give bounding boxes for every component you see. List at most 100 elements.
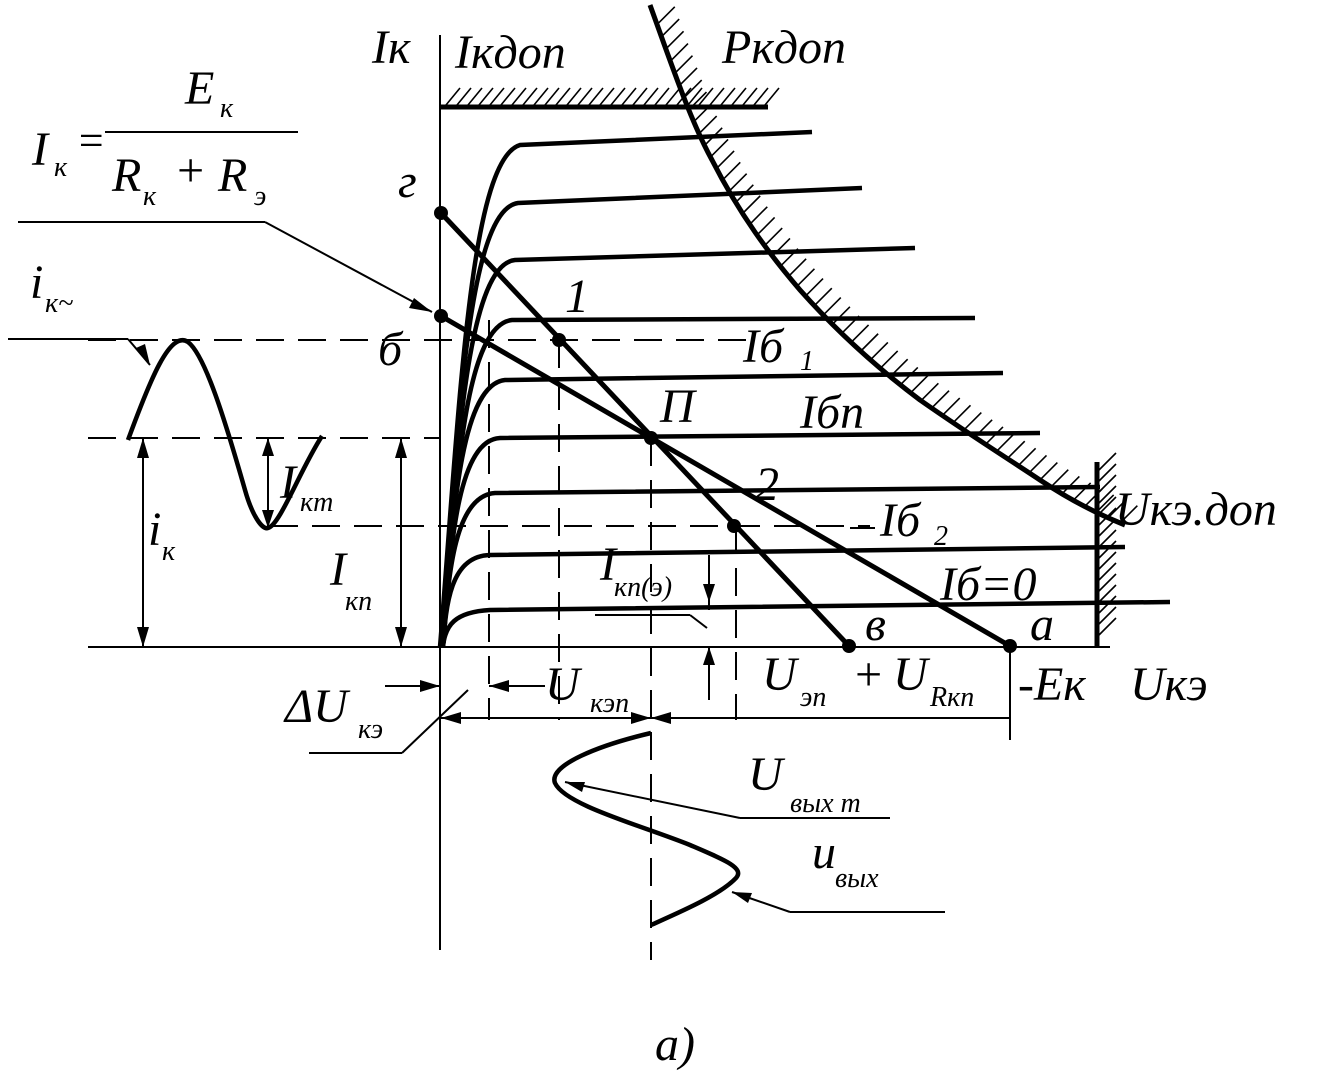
hatch-stroke: [599, 87, 615, 106]
hatch-stroke: [566, 87, 582, 106]
svg-text:U: U: [893, 648, 931, 701]
hatch-stroke: [511, 87, 527, 106]
svg-text:э: э: [254, 181, 266, 212]
svg-text:i: i: [148, 503, 161, 556]
hatch-stroke: [806, 278, 824, 296]
svg-text:ΔU: ΔU: [283, 680, 351, 733]
point-2-label: 2: [755, 458, 779, 511]
ik-label: i к: [148, 503, 176, 567]
svg-text:R: R: [111, 149, 141, 202]
ib0-label: Iб=0: [939, 558, 1037, 611]
hatch-stroke: [1008, 440, 1026, 458]
svg-text:E: E: [184, 62, 214, 115]
hatch-stroke: [1120, 505, 1138, 523]
svg-text:к: к: [162, 536, 176, 567]
hatch-stroke: [871, 341, 889, 359]
hatch-stroke: [555, 87, 571, 106]
characteristic-curve-9: [440, 599, 1171, 648]
point-a-label: а: [1030, 598, 1054, 651]
hatch-stroke: [711, 138, 729, 156]
svg-text:u: u: [812, 826, 836, 879]
characteristic-curve-3: [439, 245, 916, 648]
ikp-label: I кп: [329, 543, 372, 617]
hatch-stroke: [1098, 584, 1117, 603]
hatch-stroke: [1098, 606, 1117, 625]
point-g-label: г: [398, 155, 417, 208]
hatch-stroke: [671, 42, 689, 61]
hatch-stroke: [720, 87, 736, 106]
hatch-stroke: [1098, 496, 1117, 515]
hatch-stroke: [621, 87, 637, 106]
svg-text:к: к: [220, 93, 234, 124]
dimension-ikm: [262, 438, 274, 528]
pk-dop-hyperbola: [647, 4, 1138, 528]
svg-text:вых: вых: [835, 863, 879, 894]
hatch-stroke: [943, 397, 961, 415]
hatch-stroke: [861, 333, 879, 351]
svg-text:вых m: вых m: [790, 788, 861, 819]
hatch-stroke: [764, 87, 780, 106]
hatch-stroke: [667, 30, 685, 48]
hatch-stroke: [815, 287, 833, 305]
svg-text:I: I: [31, 123, 50, 176]
hatch-stroke: [680, 67, 698, 85]
ib1-label: Iб 1: [742, 320, 814, 377]
svg-text:U: U: [748, 748, 786, 801]
hatch-stroke: [723, 161, 741, 179]
hatch-stroke: [1098, 452, 1117, 471]
hatch-stroke: [700, 115, 718, 133]
hatch-stroke: [588, 87, 604, 106]
ikpe-label: I кп(э): [599, 538, 672, 603]
hatch-stroke: [750, 206, 768, 224]
hatch-stroke: [1098, 551, 1117, 570]
svg-text:эп: эп: [800, 682, 826, 713]
hatch-stroke: [610, 87, 626, 106]
svg-text:U: U: [762, 648, 800, 701]
hatch-stroke: [687, 87, 703, 106]
hatch-stroke: [797, 268, 816, 286]
ik-axis-label: Iк: [371, 21, 411, 74]
point-b-label: б: [378, 323, 404, 376]
hatch-stroke: [881, 350, 899, 368]
svg-text:кэ: кэ: [358, 714, 383, 745]
hatch-stroke: [643, 87, 659, 106]
dc-load-line: [439, 313, 1012, 649]
svg-text:кп: кп: [345, 586, 372, 617]
hatch-stroke: [456, 87, 472, 106]
hatch-stroke: [1098, 518, 1117, 537]
hatch-stroke: [765, 227, 783, 245]
hatch-stroke: [522, 87, 538, 106]
uke-dop-limit: [1094, 452, 1117, 648]
point-1-label: 1: [565, 270, 589, 323]
dimension-ikpe: [703, 555, 715, 700]
hatch-stroke: [1098, 463, 1117, 482]
svg-text:+: +: [174, 144, 206, 197]
characteristic-curve-6: [440, 430, 1041, 648]
hatch-stroke: [1040, 462, 1058, 480]
collector-current-formula: I к = E к R к + R э: [31, 62, 298, 212]
uvyx-waveform: [552, 730, 741, 928]
ik-ac-label: i к~: [30, 256, 73, 319]
ib2-label: Iб 2: [850, 494, 948, 552]
uvyxm-label: U вых m: [748, 748, 861, 819]
hatch-stroke: [654, 87, 670, 106]
hatch-stroke: [731, 87, 747, 106]
hatch-stroke: [758, 216, 776, 235]
minus-ek-label: -Eк: [1018, 658, 1086, 711]
hatch-stroke: [743, 195, 761, 213]
hatch-stroke: [1098, 507, 1117, 526]
pk-dop-label: Pкдоп: [721, 21, 846, 74]
hatch-stroke: [665, 87, 681, 106]
figure-caption: а): [655, 1018, 695, 1071]
hatch-stroke: [717, 150, 735, 168]
svg-text:R: R: [217, 149, 247, 202]
hatch-stroke: [445, 87, 461, 106]
svg-text:U: U: [545, 658, 583, 711]
hatch-stroke: [730, 173, 748, 191]
characteristic-curve-1: [437, 129, 813, 648]
hatch-stroke: [675, 55, 694, 73]
hatch-stroke: [662, 18, 680, 36]
hatch-stroke: [1098, 529, 1117, 548]
hatch-stroke: [921, 382, 939, 400]
